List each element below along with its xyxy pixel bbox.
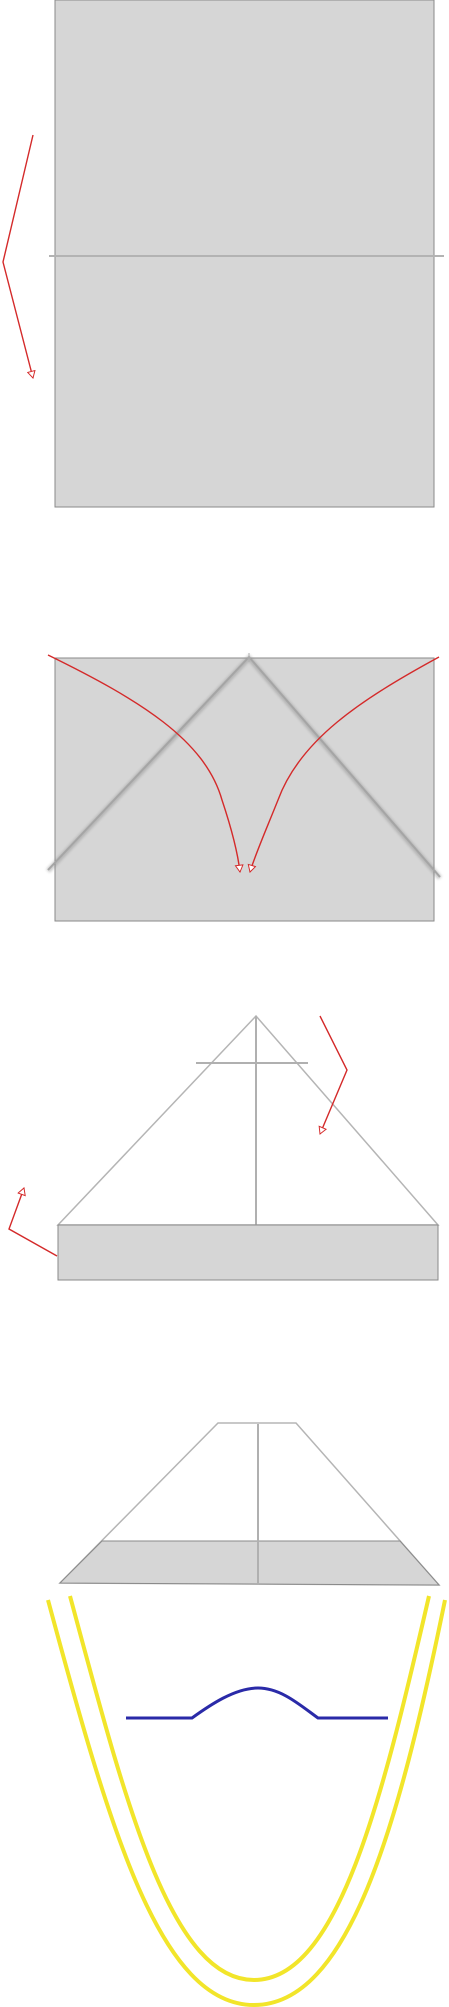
step-3 — [8, 1014, 440, 1281]
paper-rectangle — [54, 657, 435, 922]
step-2 — [46, 653, 442, 922]
paper-triangle — [56, 1014, 440, 1226]
fold-arrow-icon — [250, 656, 440, 872]
boat-hull-illustration — [46, 1595, 447, 2007]
bottom-flap — [57, 1224, 439, 1281]
wave-line — [126, 1686, 388, 1720]
bottom-band — [58, 1540, 441, 1586]
step-4 — [58, 1422, 441, 1586]
fold-arrow-icon — [47, 654, 240, 872]
fold-arrow-icon — [320, 1015, 348, 1134]
step-1 — [2, 0, 444, 508]
fold-arrow-icon — [8, 1188, 58, 1257]
fold-arrow-icon — [2, 134, 33, 378]
paper-square — [54, 0, 435, 508]
hull-outline-outer — [46, 1599, 447, 2007]
hull-outline-inner — [68, 1595, 431, 1983]
